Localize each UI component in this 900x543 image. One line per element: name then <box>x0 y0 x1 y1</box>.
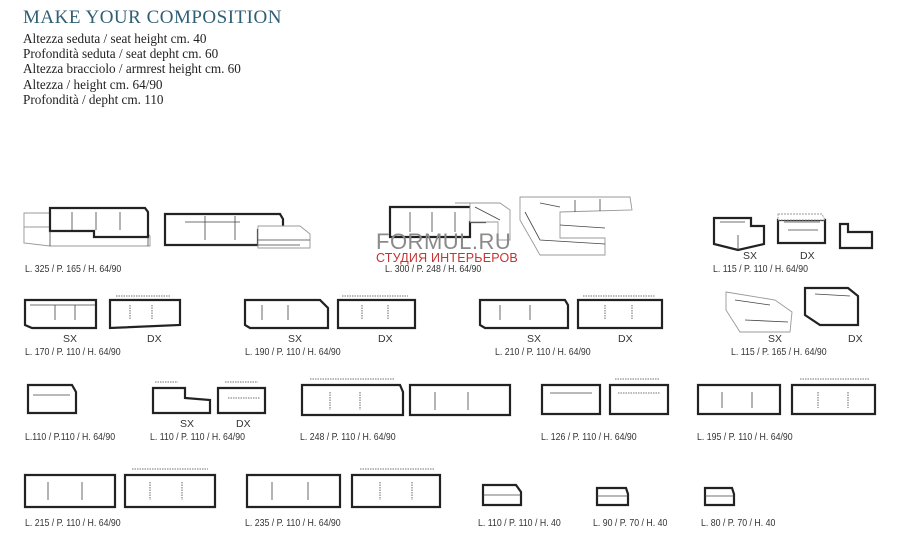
label-dx: DX <box>147 333 162 345</box>
caption-190: L. 190 / P. 110 / H. 64/90 <box>245 347 341 358</box>
caption-195: L. 195 / P. 110 / H. 64/90 <box>697 432 793 443</box>
label-dx: DX <box>848 333 863 345</box>
sofa-170 <box>23 295 182 330</box>
ottoman-90 <box>595 486 630 507</box>
label-sx: SX <box>63 333 78 345</box>
label-sx: SX <box>743 250 758 262</box>
ottoman-110 <box>481 483 523 507</box>
caption-170: L. 170 / P. 110 / H. 64/90 <box>25 347 121 358</box>
caption-325: L. 325 / P. 165 / H. 64/90 <box>25 264 122 275</box>
sofa-195 <box>696 378 877 416</box>
sofa-215 <box>23 468 217 509</box>
page-title: MAKE YOUR COMPOSITION <box>23 7 282 28</box>
caption-110-modules: L. 110 / P. 110 / H. 64/90 <box>150 432 245 443</box>
corner-sofa-chaise-left <box>23 206 151 247</box>
label-sx: SX <box>768 333 783 345</box>
spec-height: Altezza / height cm. 64/90 <box>23 76 163 92</box>
caption-110: L.110 / P.110 / H. 64/90 <box>25 432 116 443</box>
caption-ottoman-80: L. 80 / P. 70 / H. 40 <box>701 518 776 529</box>
armchair-110 <box>26 383 78 415</box>
label-dx: DX <box>800 250 815 262</box>
caption-300: L. 300 / P. 248 / H. 64/90 <box>385 264 482 275</box>
caption-115-row2: L. 115 / P. 165 / H. 64/90 <box>731 347 827 358</box>
spec-list: Altezza seduta / seat height cm. 40 Prof… <box>23 31 241 107</box>
caption-210: L. 210 / P. 110 / H. 64/90 <box>495 347 591 358</box>
sofa-210 <box>478 295 664 330</box>
watermark-brand: FORMUL.RU <box>376 229 512 254</box>
watermark-subtitle: СТУДИЯ ИНТЕРЬЕРОВ <box>376 251 518 265</box>
sofa-190 <box>243 295 417 330</box>
label-dx: DX <box>236 418 251 430</box>
caption-ottoman-90: L. 90 / P. 70 / H. 40 <box>593 518 668 529</box>
label-sx: SX <box>288 333 303 345</box>
label-sx: SX <box>180 418 195 430</box>
armchair-110-modules <box>151 381 267 415</box>
corner-sofa-large <box>519 196 633 256</box>
sofa-248 <box>300 378 512 417</box>
ottoman-80 <box>703 486 736 507</box>
corner-sofa-chaise-right <box>163 212 311 249</box>
caption-235: L. 235 / P. 110 / H. 64/90 <box>245 518 341 529</box>
caption-126: L. 126 / P. 110 / H. 64/90 <box>541 432 637 443</box>
label-dx: DX <box>378 333 393 345</box>
caption-115-row1: L. 115 / P. 110 / H. 64/90 <box>713 264 808 275</box>
label-dx: DX <box>618 333 633 345</box>
label-sx: SX <box>527 333 542 345</box>
spec-seat-height: Altezza seduta / seat height cm. 40 <box>23 31 207 46</box>
chaise-115 <box>725 286 860 333</box>
spec-seat-depth: Profondità seduta / seat depht cm. 60 <box>23 46 219 62</box>
caption-215: L. 215 / P. 110 / H. 64/90 <box>25 518 121 529</box>
corner-sofa-l-shaped <box>388 202 511 241</box>
caption-ottoman-110: L. 110 / P. 110 / H. 40 <box>478 518 561 529</box>
spec-armrest-height: Altezza bracciolo / armrest height cm. 6… <box>23 61 241 77</box>
sofa-126 <box>540 378 670 416</box>
sofa-235 <box>245 468 442 509</box>
armchair-module <box>712 213 874 252</box>
caption-248: L. 248 / P. 110 / H. 64/90 <box>300 432 396 443</box>
spec-depth: Profondità / depht cm. 110 <box>23 91 164 107</box>
